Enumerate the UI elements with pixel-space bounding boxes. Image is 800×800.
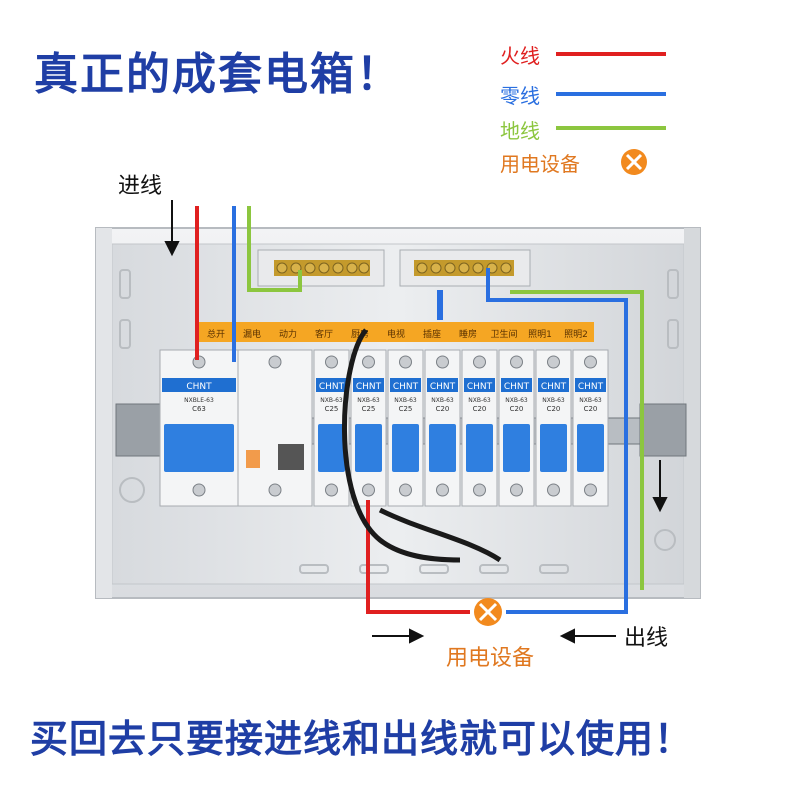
breaker-rating: C20	[510, 405, 524, 413]
breaker-rating: C25	[325, 405, 339, 413]
breaker-module	[237, 349, 313, 507]
breaker-model: NXB-63	[394, 397, 417, 404]
circuit-label: 电视	[387, 328, 405, 340]
brand-label: CHNT	[504, 382, 530, 392]
brand-label: CHNT	[393, 382, 419, 392]
circuit-label: 睡房	[459, 328, 477, 340]
breaker-rating: C25	[399, 405, 413, 413]
terminal-bars	[257, 249, 531, 287]
brand-label: CHNT	[541, 382, 567, 392]
load-symbol-icon	[621, 149, 647, 175]
outgoing-label: 出线	[624, 626, 669, 651]
legend-live-line	[556, 52, 666, 56]
breaker-rating: C20	[473, 405, 487, 413]
arrows	[164, 200, 668, 644]
breaker-model: NXB-63	[542, 397, 565, 404]
breaker-row: CHNTNXBLE-63C63CHNTNXB-63C25CHNTNXB-63C2…	[159, 349, 609, 507]
brand-label: CHNT	[356, 382, 382, 392]
circuit-label: 照明1	[528, 329, 552, 340]
breaker-rating: C20	[584, 405, 598, 413]
breaker-model: NXBLE-63	[184, 397, 214, 404]
circuit-label: 照明2	[564, 329, 588, 340]
brand-label: CHNT	[578, 382, 604, 392]
legend-live-label: 火线	[500, 44, 540, 68]
breaker-model: NXB-63	[505, 397, 528, 404]
legend-ground-label: 地线	[500, 119, 540, 143]
brand-label: CHNT	[467, 382, 493, 392]
breaker-model: NXB-63	[320, 397, 343, 404]
headline: 真正的成套电箱！	[34, 49, 402, 100]
breaker-model: NXB-63	[431, 397, 454, 404]
circuit-label: 插座	[423, 328, 441, 340]
legend-neutral-label: 零线	[500, 84, 540, 108]
circuit-label: 卫生间	[490, 328, 517, 340]
circuit-label: 漏电	[243, 328, 261, 340]
legend-ground-line	[556, 126, 666, 130]
brand-label: CHNT	[319, 382, 345, 392]
circuit-label: 总开	[207, 328, 225, 340]
device-label: 用电设备	[446, 646, 535, 671]
device-symbol-icon	[474, 598, 502, 626]
breaker-rating: C20	[547, 405, 561, 413]
legend-device-label: 用电设备	[500, 152, 580, 176]
breaker-rating: C20	[436, 405, 450, 413]
brand-label: CHNT	[430, 382, 456, 392]
footer-caption: 买回去只要接进线和出线就可以使用！	[30, 717, 694, 761]
breaker-model: NXB-63	[468, 397, 491, 404]
breaker-model: NXB-63	[357, 397, 380, 404]
wiring	[195, 206, 644, 614]
circuit-label: 客厅	[315, 328, 333, 340]
breaker-rating: C25	[362, 405, 376, 413]
brand-label: CHNT	[186, 382, 212, 392]
incoming-label: 进线	[118, 174, 163, 199]
circuit-label: 动力	[279, 328, 297, 340]
breaker-model: NXB-63	[579, 397, 602, 404]
legend-neutral-line	[556, 92, 666, 96]
breaker-rating: C63	[192, 405, 206, 413]
